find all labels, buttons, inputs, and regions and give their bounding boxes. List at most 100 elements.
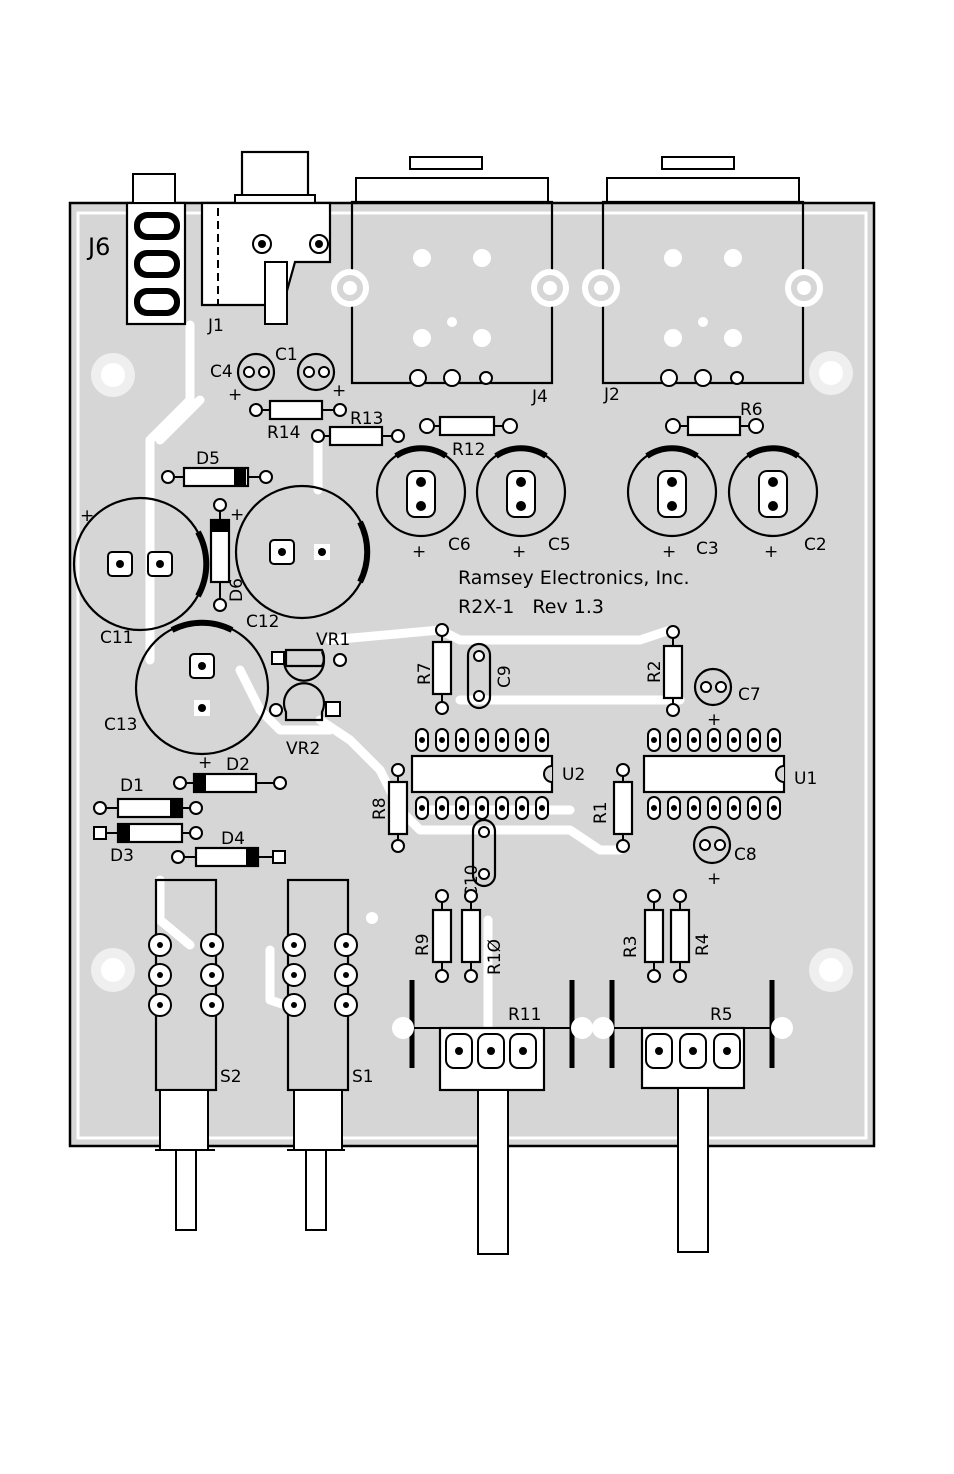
label-c2: C2: [804, 535, 827, 555]
ic-pin: [708, 729, 720, 751]
ic-pin: [436, 797, 448, 819]
ic-pin: [416, 797, 428, 819]
ic-pin: [436, 729, 448, 751]
mounting-hole: [91, 948, 135, 992]
polarity-mark: +: [412, 542, 426, 562]
ic-pin: [456, 797, 468, 819]
ic-pin: [648, 729, 660, 751]
label-j1: J1: [207, 316, 224, 336]
label-r12: R12: [452, 440, 485, 460]
mounting-hole: [809, 948, 853, 992]
j6-connector: [127, 174, 185, 324]
switch-pad: [335, 964, 357, 986]
label-c1: C1: [275, 345, 298, 365]
label-r5: R5: [710, 1005, 733, 1025]
polarity-mark: +: [198, 753, 212, 773]
label-s1: S1: [352, 1067, 374, 1087]
polarity-mark: +: [512, 542, 526, 562]
label-d2: D2: [226, 755, 250, 775]
label-c7: C7: [738, 685, 761, 705]
polarity-mark: +: [764, 542, 778, 562]
label-c4: C4: [210, 362, 233, 382]
label-d5: D5: [196, 449, 220, 469]
label-s2: S2: [220, 1067, 242, 1087]
label-c11: C11: [100, 628, 134, 648]
label-r4: R4: [693, 933, 713, 956]
board-maker: Ramsey Electronics, Inc.: [458, 567, 690, 589]
label-c13: C13: [104, 715, 138, 735]
ic-pin: [536, 729, 548, 751]
switch-pad: [335, 934, 357, 956]
label-r8: R8: [370, 797, 390, 820]
switch-pad: [283, 934, 305, 956]
label-c3: C3: [696, 539, 719, 559]
label-r13: R13: [350, 409, 383, 429]
ic-pin: [668, 729, 680, 751]
polarity-mark: +: [228, 385, 242, 405]
label-c8: C8: [734, 845, 757, 865]
label-j4: J4: [531, 387, 548, 407]
label-c9: C9: [495, 665, 515, 688]
ic-pin: [516, 797, 528, 819]
ic-pin: [728, 729, 740, 751]
board-revision: R2X-1 Rev 1.3: [458, 596, 604, 618]
ic-pin: [748, 797, 760, 819]
mounting-hole: [809, 351, 853, 395]
via: [366, 912, 378, 924]
label-u2: U2: [562, 765, 585, 785]
polarity-mark: +: [707, 710, 721, 730]
ic-pin: [688, 729, 700, 751]
polarity-mark: +: [80, 506, 94, 526]
ic-pin: [648, 797, 660, 819]
label-r9: R9: [413, 933, 433, 956]
ic-pin: [768, 729, 780, 751]
label-j2: J2: [603, 385, 620, 405]
label-d4: D4: [221, 829, 245, 849]
ic-pin: [668, 797, 680, 819]
label-r11: R11: [508, 1005, 541, 1025]
switch-pad: [283, 964, 305, 986]
label-r3: R3: [621, 935, 641, 958]
label-r7: R7: [415, 662, 435, 685]
switch-pad: [335, 994, 357, 1016]
ic-pin: [728, 797, 740, 819]
label-r1: R1: [591, 801, 611, 824]
label-d1: D1: [120, 776, 144, 796]
ic-pin: [768, 797, 780, 819]
switch-pad: [201, 994, 223, 1016]
ic-pin: [476, 797, 488, 819]
label-j6: J6: [86, 233, 110, 261]
u1-ic: [644, 756, 784, 792]
ic-pin: [456, 729, 468, 751]
label-vr2: VR2: [286, 739, 320, 759]
switch-pad: [201, 964, 223, 986]
label-c12: C12: [246, 612, 280, 632]
polarity-mark: +: [332, 381, 346, 401]
label-r14: R14: [267, 423, 300, 443]
ic-pin: [416, 729, 428, 751]
u2-ic: [412, 756, 552, 792]
ic-pin: [496, 729, 508, 751]
switch-pad: [149, 934, 171, 956]
mounting-hole: [91, 353, 135, 397]
ic-pin: [476, 729, 488, 751]
label-d3: D3: [110, 846, 134, 866]
ic-pin: [496, 797, 508, 819]
ic-pin: [516, 729, 528, 751]
ic-pin: [688, 797, 700, 819]
ic-pin: [748, 729, 760, 751]
ic-pin: [536, 797, 548, 819]
label-vr1: VR1: [316, 630, 350, 650]
label-u1: U1: [794, 769, 817, 789]
label-r10: R1Ø: [485, 939, 505, 975]
polarity-mark: +: [707, 869, 721, 889]
switch-pad: [149, 964, 171, 986]
switch-pad: [283, 994, 305, 1016]
polarity-mark: +: [662, 542, 676, 562]
label-c5: C5: [548, 535, 571, 555]
label-c6: C6: [448, 535, 471, 555]
switch-pad: [149, 994, 171, 1016]
label-r6: R6: [740, 400, 763, 420]
switch-pad: [201, 934, 223, 956]
